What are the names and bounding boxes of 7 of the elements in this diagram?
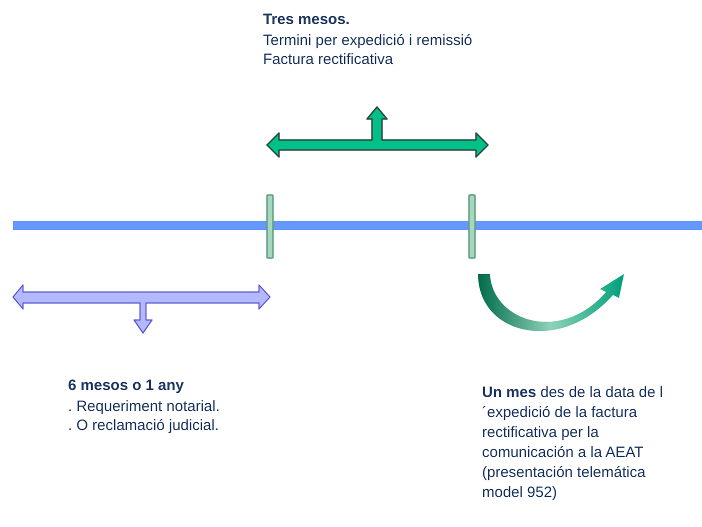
note-text: Factura rectificativa <box>263 50 394 70</box>
note-text: Termini per expedició i remissió <box>263 31 474 51</box>
note-text: Un mes des de la data de l´expedició de la factura rectificativa per la comunicación a la AEAT (presentación telemática model 952) <box>482 383 664 503</box>
heading-text: Tres mesos. <box>263 10 351 30</box>
heading-text: 6 mesos o 1 any <box>68 376 185 396</box>
note-text: . O reclamació judicial. <box>68 416 220 436</box>
note-text: . Requeriment notarial. <box>68 397 221 417</box>
